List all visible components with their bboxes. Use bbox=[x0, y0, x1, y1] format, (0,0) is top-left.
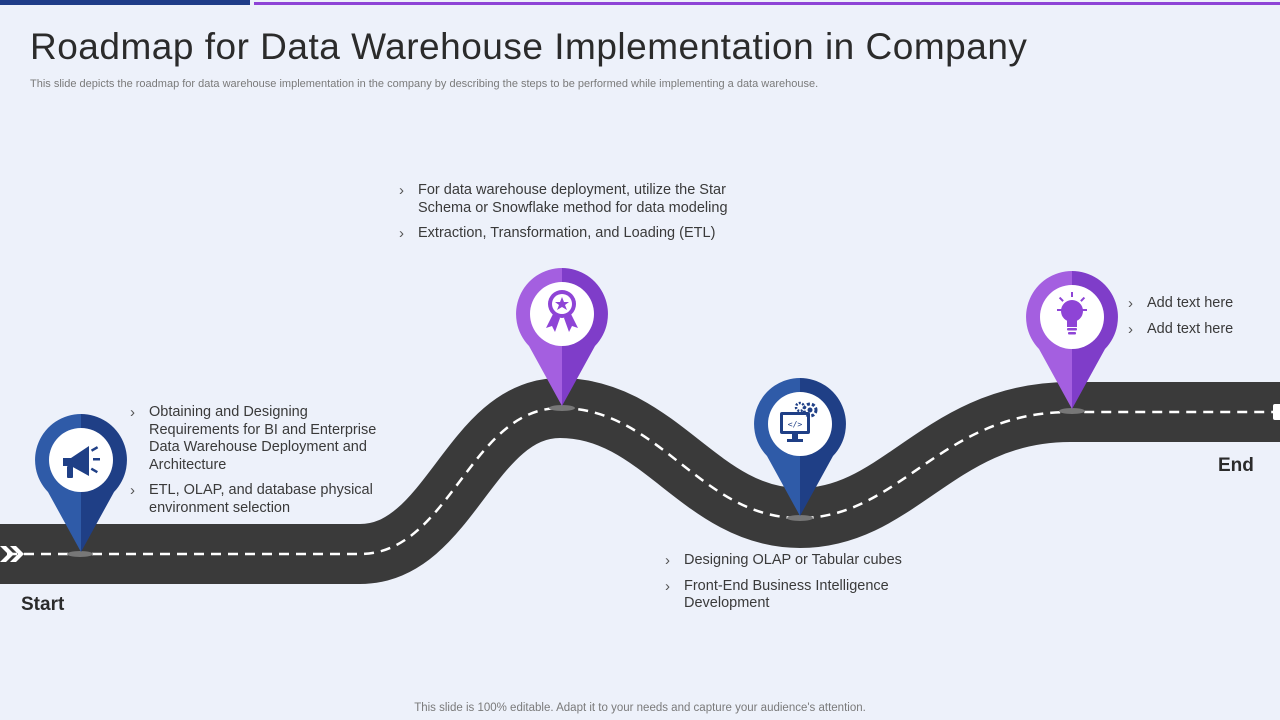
milestone-pin-4 bbox=[1026, 271, 1118, 409]
slide-title: Roadmap for Data Warehouse Implementatio… bbox=[30, 26, 1028, 67]
pin-shadow bbox=[67, 551, 93, 557]
milestone-pin-1 bbox=[35, 414, 127, 552]
pin-shadow bbox=[787, 515, 813, 521]
road-center-dashes bbox=[0, 406, 1280, 556]
bullet-item: Designing OLAP or Tabular cubes bbox=[665, 552, 925, 570]
megaphone-icon bbox=[63, 446, 100, 478]
bullet-item: ETL, OLAP, and database physical environ… bbox=[130, 482, 390, 517]
svg-text:</>: </> bbox=[788, 420, 803, 429]
pin-shadow bbox=[549, 405, 575, 411]
end-marker-icon bbox=[1273, 404, 1280, 420]
lightbulb-icon bbox=[1057, 292, 1087, 335]
slide-subtitle: This slide depicts the roadmap for data … bbox=[30, 78, 819, 90]
bullet-item: Obtaining and Designing Requirements for… bbox=[130, 404, 390, 474]
pin-shadow bbox=[1059, 408, 1085, 414]
bullet-item: For data warehouse deployment, utilize t… bbox=[399, 182, 729, 217]
start-arrow-icon bbox=[0, 546, 24, 562]
milestone-1-bullets: Obtaining and Designing Requirements for… bbox=[130, 404, 390, 525]
top-accent-bar-purple bbox=[254, 2, 1280, 5]
milestone-4-bullets: Add text here Add text here bbox=[1128, 295, 1268, 346]
milestone-2-bullets: For data warehouse deployment, utilize t… bbox=[399, 182, 729, 251]
bullet-item: Extraction, Transformation, and Loading … bbox=[399, 225, 729, 243]
award-badge-icon bbox=[546, 290, 578, 332]
milestone-3-bullets: Designing OLAP or Tabular cubes Front-En… bbox=[665, 552, 925, 621]
start-label: Start bbox=[21, 594, 65, 615]
code-settings-monitor-icon: </> bbox=[780, 401, 818, 442]
slide-footer: This slide is 100% editable. Adapt it to… bbox=[414, 702, 866, 714]
milestone-pin-2 bbox=[516, 268, 608, 406]
top-accent-bar-blue bbox=[0, 0, 250, 5]
bullet-item: Front-End Business Intelligence Developm… bbox=[665, 578, 925, 613]
bullet-item: Add text here bbox=[1128, 295, 1268, 313]
milestone-pin-3: </> bbox=[754, 378, 846, 516]
bullet-item: Add text here bbox=[1128, 321, 1268, 339]
end-label: End bbox=[1218, 455, 1254, 476]
